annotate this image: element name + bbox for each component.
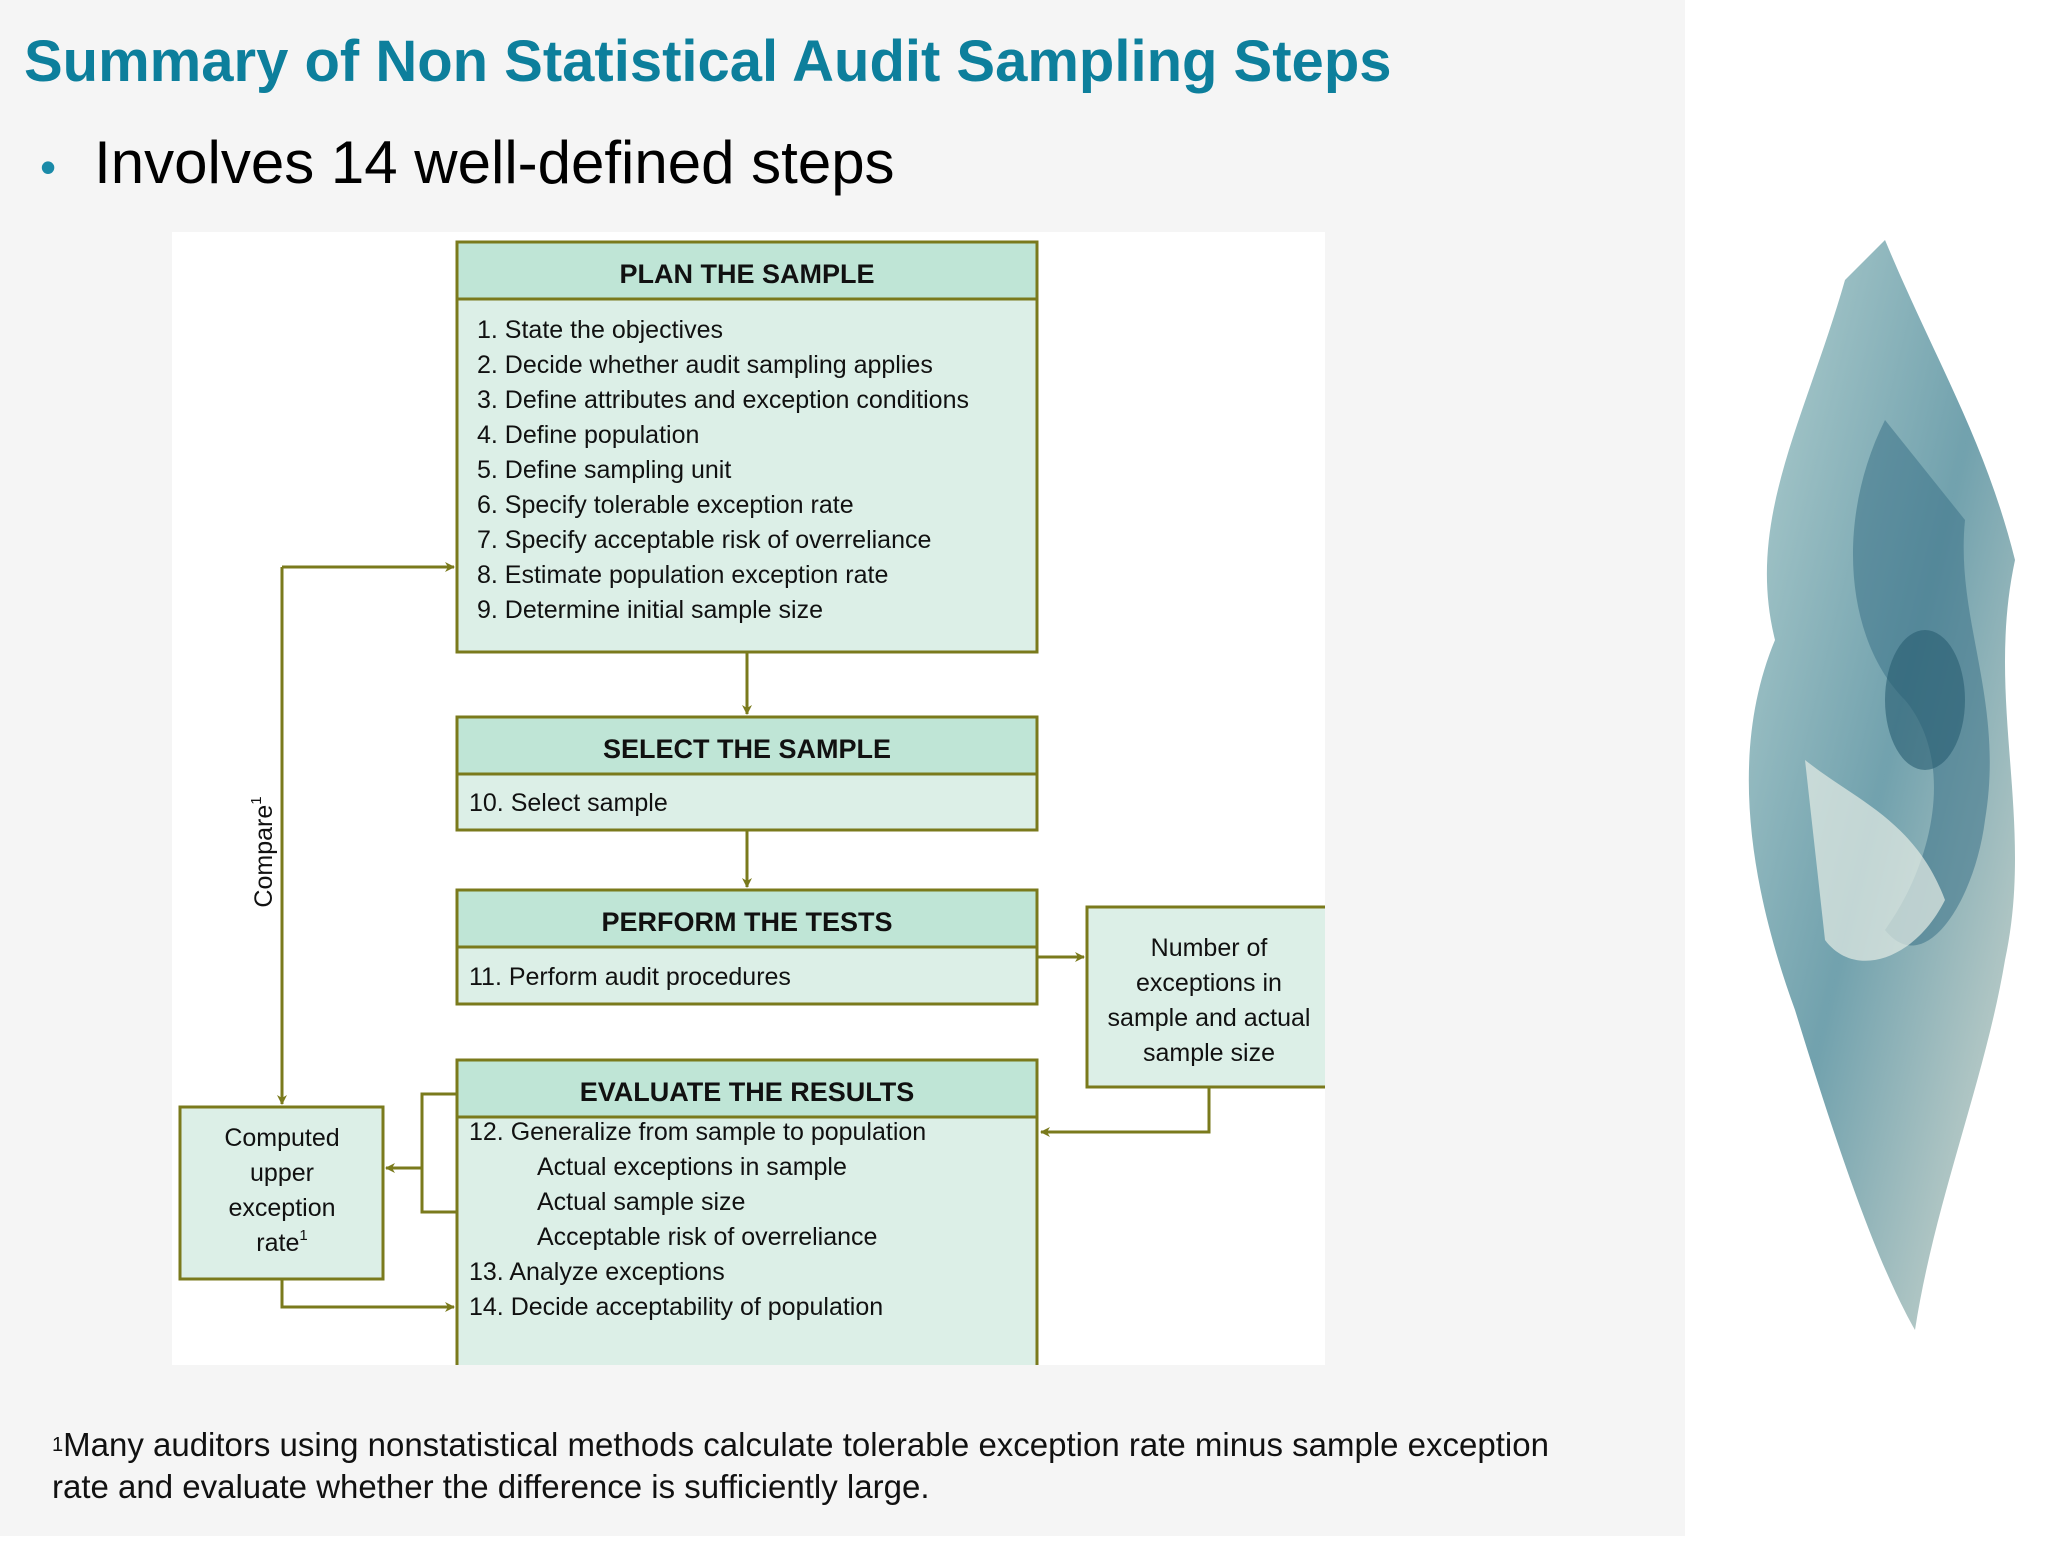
bracket-evaluate-left — [420, 1092, 457, 1214]
computed-rate-line: exception — [228, 1194, 335, 1222]
select-step: 10. Select sample — [469, 789, 668, 817]
plan-step: 9. Determine initial sample size — [477, 596, 823, 624]
exceptions-box-text: Number of exceptions in sample and actual s… — [1108, 934, 1311, 1067]
exceptions-box-rect — [1085, 905, 1334, 1089]
footnote-marker: 1 — [52, 1434, 64, 1456]
select-box: SELECT THE SAMPLE 10. Select sample — [455, 715, 1039, 832]
perform-box-header-bg — [455, 888, 1039, 949]
compare-label-group: Compare1 — [248, 796, 278, 907]
plan-header: PLAN THE SAMPLE — [619, 259, 874, 289]
plan-box: PLAN THE SAMPLE 1. State the objectives 2… — [455, 240, 1039, 654]
perform-header: PERFORM THE TESTS — [601, 907, 892, 937]
plan-step: 5. Define sampling unit — [477, 456, 731, 484]
plan-step: 8. Estimate population exception rate — [477, 561, 888, 589]
computed-rate-line: Computed — [224, 1124, 339, 1152]
evaluate-step: 14. Decide acceptability of population — [469, 1293, 883, 1321]
plan-step: 4. Define population — [477, 421, 699, 449]
plan-step: 6. Specify tolerable exception rate — [477, 491, 854, 519]
bullet-text: Involves 14 well-defined steps — [94, 129, 895, 196]
footnote: 1Many auditors using nonstatistical meth… — [52, 1424, 1552, 1508]
exceptions-box-line: exceptions in — [1136, 969, 1282, 997]
exceptions-box-line: sample size — [1143, 1039, 1275, 1067]
flowchart-svg: PLAN THE SAMPLE 1. State the objectives 2… — [178, 240, 1334, 1372]
plan-box-body — [455, 240, 1039, 654]
arrow-exceptions-to-evaluate — [1040, 1087, 1211, 1137]
perform-box: PERFORM THE TESTS 11. Perform audit proc… — [455, 888, 1039, 1006]
evaluate-box: EVALUATE THE RESULTS 12. Generalize from… — [455, 1058, 1039, 1372]
decorative-art-icon — [1748, 240, 2015, 1330]
computed-rate-box-text: Computed upper exception rate1 — [224, 1124, 339, 1257]
flowchart-diagram: PLAN THE SAMPLE 1. State the objectives 2… — [172, 232, 1334, 1372]
select-header: SELECT THE SAMPLE — [603, 734, 891, 764]
evaluate-step: Actual exceptions in sample — [537, 1153, 847, 1181]
arrow-computed-to-decide — [280, 1279, 455, 1312]
page-title: Summary of Non Statistical Audit Samplin… — [24, 29, 1392, 94]
exceptions-box-line: sample and actual — [1108, 1004, 1311, 1032]
computed-rate-line: upper — [250, 1159, 314, 1187]
evaluate-steps: 12. Generalize from sample to population… — [469, 1118, 926, 1321]
computed-rate-sup: 1 — [299, 1227, 307, 1244]
plan-step: 1. State the objectives — [477, 316, 723, 344]
evaluate-step: Actual sample size — [537, 1188, 745, 1216]
bullet-icon: • — [40, 141, 57, 194]
perform-step: 11. Perform audit procedures — [469, 963, 791, 991]
side-decoration — [1685, 0, 2048, 1536]
evaluate-box-header-bg — [455, 1058, 1039, 1119]
select-box-header-bg — [455, 715, 1039, 776]
plan-step: 7. Specify acceptable risk of overrelian… — [477, 526, 931, 554]
computed-rate-box: Computed upper exception rate1 — [178, 1105, 385, 1281]
compare-label: Compare1 — [248, 796, 278, 907]
plan-steps: 1. State the objectives 2. Decide whether… — [477, 316, 969, 624]
connector-arrows — [277, 562, 1211, 1312]
plan-step: 2. Decide whether audit sampling applies — [477, 351, 933, 379]
plan-box-header-bg — [455, 240, 1039, 301]
exceptions-box-line: Number of — [1151, 934, 1268, 962]
slide: Summary of Non Statistical Audit Samplin… — [24, 29, 1552, 1508]
bullet-item: • Involves 14 well-defined steps — [40, 128, 895, 197]
evaluate-step: 13. Analyze exceptions — [469, 1258, 725, 1286]
evaluate-header: EVALUATE THE RESULTS — [580, 1077, 915, 1107]
plan-step: 3. Define attributes and exception condi… — [477, 386, 969, 414]
computed-rate-box-rect — [178, 1105, 385, 1281]
footnote-text: Many auditors using nonstatistical metho… — [52, 1426, 1549, 1505]
evaluate-step: 12. Generalize from sample to population — [469, 1118, 926, 1146]
exceptions-box: Number of exceptions in sample and actual s… — [1085, 905, 1334, 1089]
computed-rate-line: rate1 — [256, 1227, 307, 1257]
evaluate-step: Acceptable risk of overreliance — [537, 1223, 877, 1251]
